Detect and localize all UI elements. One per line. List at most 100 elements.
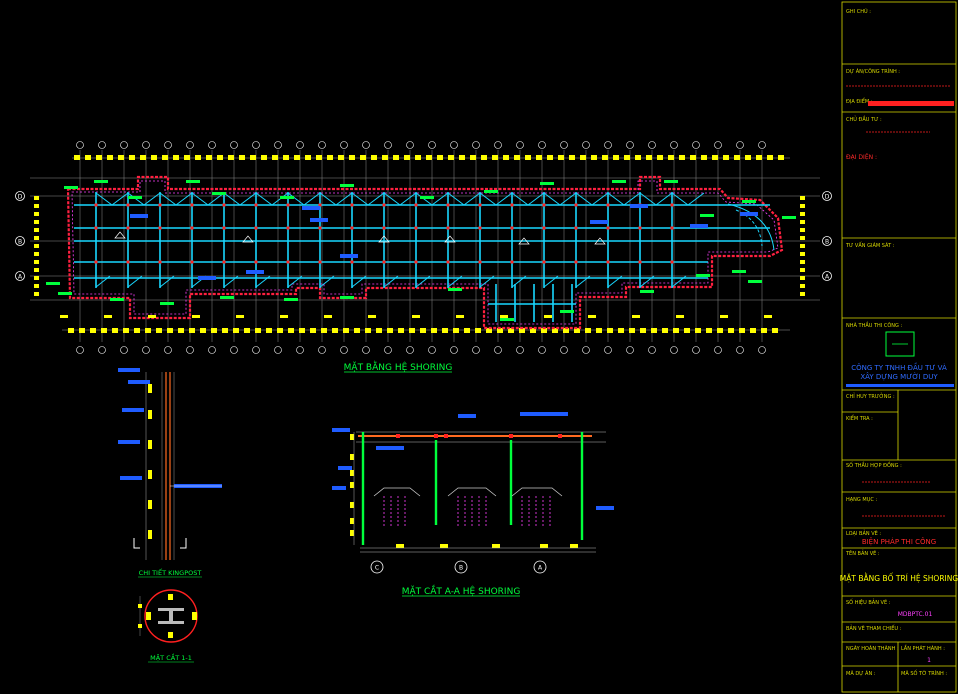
grid-axis-bubble-icon	[758, 346, 766, 354]
green-tag	[732, 270, 746, 273]
dim-tag-bottom	[409, 328, 415, 333]
kingpost-tag	[118, 440, 140, 444]
dim-tag-bottom	[739, 328, 745, 333]
green-tag	[782, 216, 796, 219]
grid-axis-bubble-icon	[670, 346, 678, 354]
title-block	[841, 1, 957, 693]
green-tag	[700, 214, 714, 217]
dim-tag-bottom	[134, 328, 140, 333]
brace	[335, 192, 353, 206]
kingpost	[446, 203, 450, 207]
row-label-right-a: A	[825, 274, 830, 281]
dim-tag-top	[382, 155, 388, 160]
section-walls	[332, 412, 614, 545]
column-marker	[594, 237, 606, 245]
section-dim-tick	[440, 544, 448, 548]
brace	[255, 275, 271, 288]
brace	[575, 192, 593, 206]
kingpost	[286, 203, 290, 207]
section-tag	[332, 486, 346, 490]
grid-axis-bubble-icon	[648, 346, 656, 354]
kingpost	[94, 226, 98, 230]
dim-tag-bottom	[376, 328, 382, 333]
grid-axis-bubble-icon	[582, 346, 590, 354]
kingpost-detail: CHI TIẾT KINGPOST MẶT CẮT 1-1	[118, 368, 222, 663]
grid-axis-bubble-icon	[208, 141, 216, 149]
dim-tag-bottom	[123, 328, 129, 333]
grid-axis-bubble-icon	[186, 346, 194, 354]
green-tag	[640, 290, 654, 293]
grid-axis-bubble-icon	[758, 141, 766, 149]
green-tag	[540, 182, 554, 185]
column-marker	[378, 235, 390, 243]
grid-axis-bubble-icon	[340, 141, 348, 149]
yellow-note	[192, 315, 200, 318]
kingpost	[542, 260, 546, 264]
section-tag	[596, 506, 614, 510]
kingpost-dimension-ticks	[148, 384, 152, 539]
grid-axis-bubble-icon	[494, 141, 502, 149]
dim-tag-top	[657, 155, 663, 160]
grid-axis-bubble-icon	[538, 141, 546, 149]
grid-axis-bubble-icon	[472, 141, 480, 149]
grid-axis-bubble-icon	[450, 346, 458, 354]
kingpost	[478, 203, 482, 207]
section-dim-tick	[350, 454, 354, 460]
dim-tag-left	[34, 204, 39, 208]
dim-tag-top	[580, 155, 586, 160]
section-dim-tick	[350, 502, 354, 508]
section-title: MẶT CẮT A-A HỆ SHORING	[402, 584, 521, 597]
kingpost	[318, 203, 322, 207]
title-block-text: GHI CHÚ : DỰ ÁN/CÔNG TRÌNH : ĐỊA ĐIỂM : …	[840, 8, 958, 677]
brace	[351, 275, 367, 288]
brace	[303, 192, 321, 206]
dim-tag-top	[272, 155, 278, 160]
green-tag	[484, 190, 498, 193]
dim-tag-top	[525, 155, 531, 160]
kingpost	[126, 226, 130, 230]
dim-tag-bottom	[497, 328, 503, 333]
section-axis-label-b: B	[459, 565, 463, 572]
brace	[543, 192, 561, 206]
dim-tag-bottom	[662, 328, 668, 333]
section-1-1-title: MẶT CẮT 1-1	[150, 652, 192, 662]
green-tag	[696, 274, 710, 277]
brace	[143, 192, 161, 206]
dim-tag-right	[800, 228, 805, 232]
brace	[399, 192, 417, 206]
dim-tag-top	[228, 155, 234, 160]
section-tag	[458, 414, 476, 418]
section-axis-label-a: A	[538, 565, 543, 572]
green-tag	[340, 296, 354, 299]
kingpost	[542, 226, 546, 230]
dim-tag-top	[184, 155, 190, 160]
green-tag	[664, 180, 678, 183]
dim-tag-bottom	[442, 328, 448, 333]
grid-axis-bubble-icon	[362, 141, 370, 149]
dim-tag-bottom	[530, 328, 536, 333]
brace	[607, 275, 623, 288]
plan-annotation-tags	[46, 180, 796, 321]
brace	[655, 192, 673, 206]
plan-view: D B A D B A MẶT BẰNG HỆ SHORING	[15, 141, 832, 373]
dim-tag-bottom	[112, 328, 118, 333]
section-piles	[373, 487, 563, 526]
dim-tag-top	[503, 155, 509, 160]
strut-node	[444, 434, 448, 438]
tb-kiem-tra: KIỂM TRA :	[846, 414, 873, 422]
dim-tag-top	[635, 155, 641, 160]
grid-axis-bubble-icon	[142, 141, 150, 149]
dim-tag-left	[34, 244, 39, 248]
brace	[447, 192, 465, 206]
dim-tag-top	[756, 155, 762, 160]
grid-axis-bubble-icon	[692, 346, 700, 354]
grid-axis-bubble-icon	[626, 346, 634, 354]
green-tag	[748, 280, 762, 283]
kingpost-tick	[148, 410, 152, 419]
brace	[95, 275, 111, 288]
brace	[95, 192, 113, 206]
dim-tag-top	[118, 155, 124, 160]
yellow-note	[632, 315, 640, 318]
section-dim-tick	[396, 544, 404, 548]
